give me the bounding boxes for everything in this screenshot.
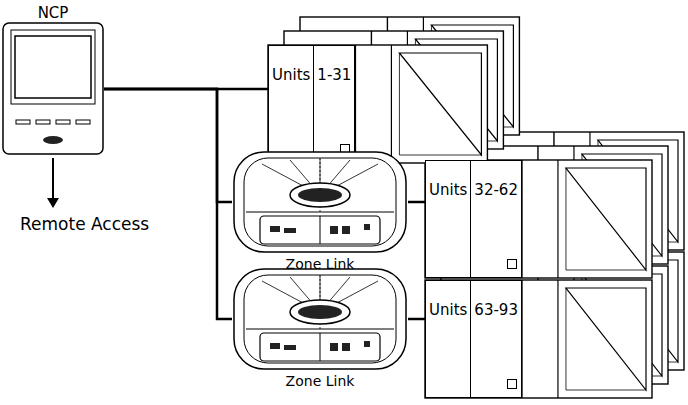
logo [298,188,342,202]
arrow-shaft [52,158,54,200]
bezel [244,275,396,363]
button [56,120,70,124]
device-body [2,22,104,156]
housing [234,269,406,369]
unit-outline [425,160,652,278]
rooftop-unit [425,160,652,278]
unit-range: 1-31 [313,46,354,162]
terminal [364,341,370,347]
panel-line [566,270,646,271]
panel-line [566,390,646,391]
unit-divider [557,280,558,398]
logo-ring [290,183,350,207]
terminal [330,343,338,351]
button [16,120,30,124]
unit-panel: Units32-62 [425,160,522,278]
device-body [232,150,408,254]
terminal [342,343,350,351]
panel-line [320,216,321,244]
terminal [284,228,296,233]
controller-device: NCP [2,4,104,156]
arrow-head [47,198,59,208]
logo [298,305,342,319]
unit-range: 63-93 [470,281,521,397]
panel-line [246,212,394,213]
panel-line [399,53,400,155]
terminal [342,226,350,234]
status-square [507,259,517,269]
remote-access-label: Remote Access [20,214,149,234]
panel-line [320,333,321,361]
unit-outline [268,45,487,163]
coil-panel [399,53,481,155]
unit-divider [391,45,392,163]
bezel [11,30,95,104]
terminal-panel [260,216,380,244]
unit-divider [557,160,558,278]
coil-panel [566,288,646,390]
bus-wire [408,318,425,321]
unit-label: Units [426,281,470,397]
unit-label: Units [426,161,470,277]
housing [3,23,103,154]
terminal [330,226,338,234]
bezel [244,158,396,246]
bus-wire [408,201,425,204]
panel-line [399,155,481,156]
panel-line [565,288,566,390]
device-name: Zone Link [232,373,408,389]
bus-wire [104,89,232,319]
unit-panel: Units63-93 [425,280,522,398]
terminal [364,224,370,230]
device-body [232,267,408,371]
unit-panel: Units1-31 [268,45,355,163]
terminal [284,345,296,350]
zone-link-device: Zone Link [232,267,408,389]
unit-outline [425,280,652,398]
housing [234,152,406,252]
terminal [270,343,280,349]
screen [15,36,91,98]
rooftop-unit [425,280,652,398]
zone-link-device: Zone Link [232,150,408,272]
coil-panel [566,168,646,270]
terminal-panel [260,333,380,361]
bus-wire [104,89,232,202]
logo [43,136,63,144]
device-name: NCP [2,4,104,22]
status-square [507,379,517,389]
unit-range: 32-62 [470,161,521,277]
unit-label: Units [269,46,313,162]
terminal [270,226,280,232]
panel-line [246,329,394,330]
button [36,120,50,124]
button [76,120,90,124]
panel-line [565,168,566,270]
logo-ring [290,300,350,324]
rooftop-unit [268,45,487,163]
